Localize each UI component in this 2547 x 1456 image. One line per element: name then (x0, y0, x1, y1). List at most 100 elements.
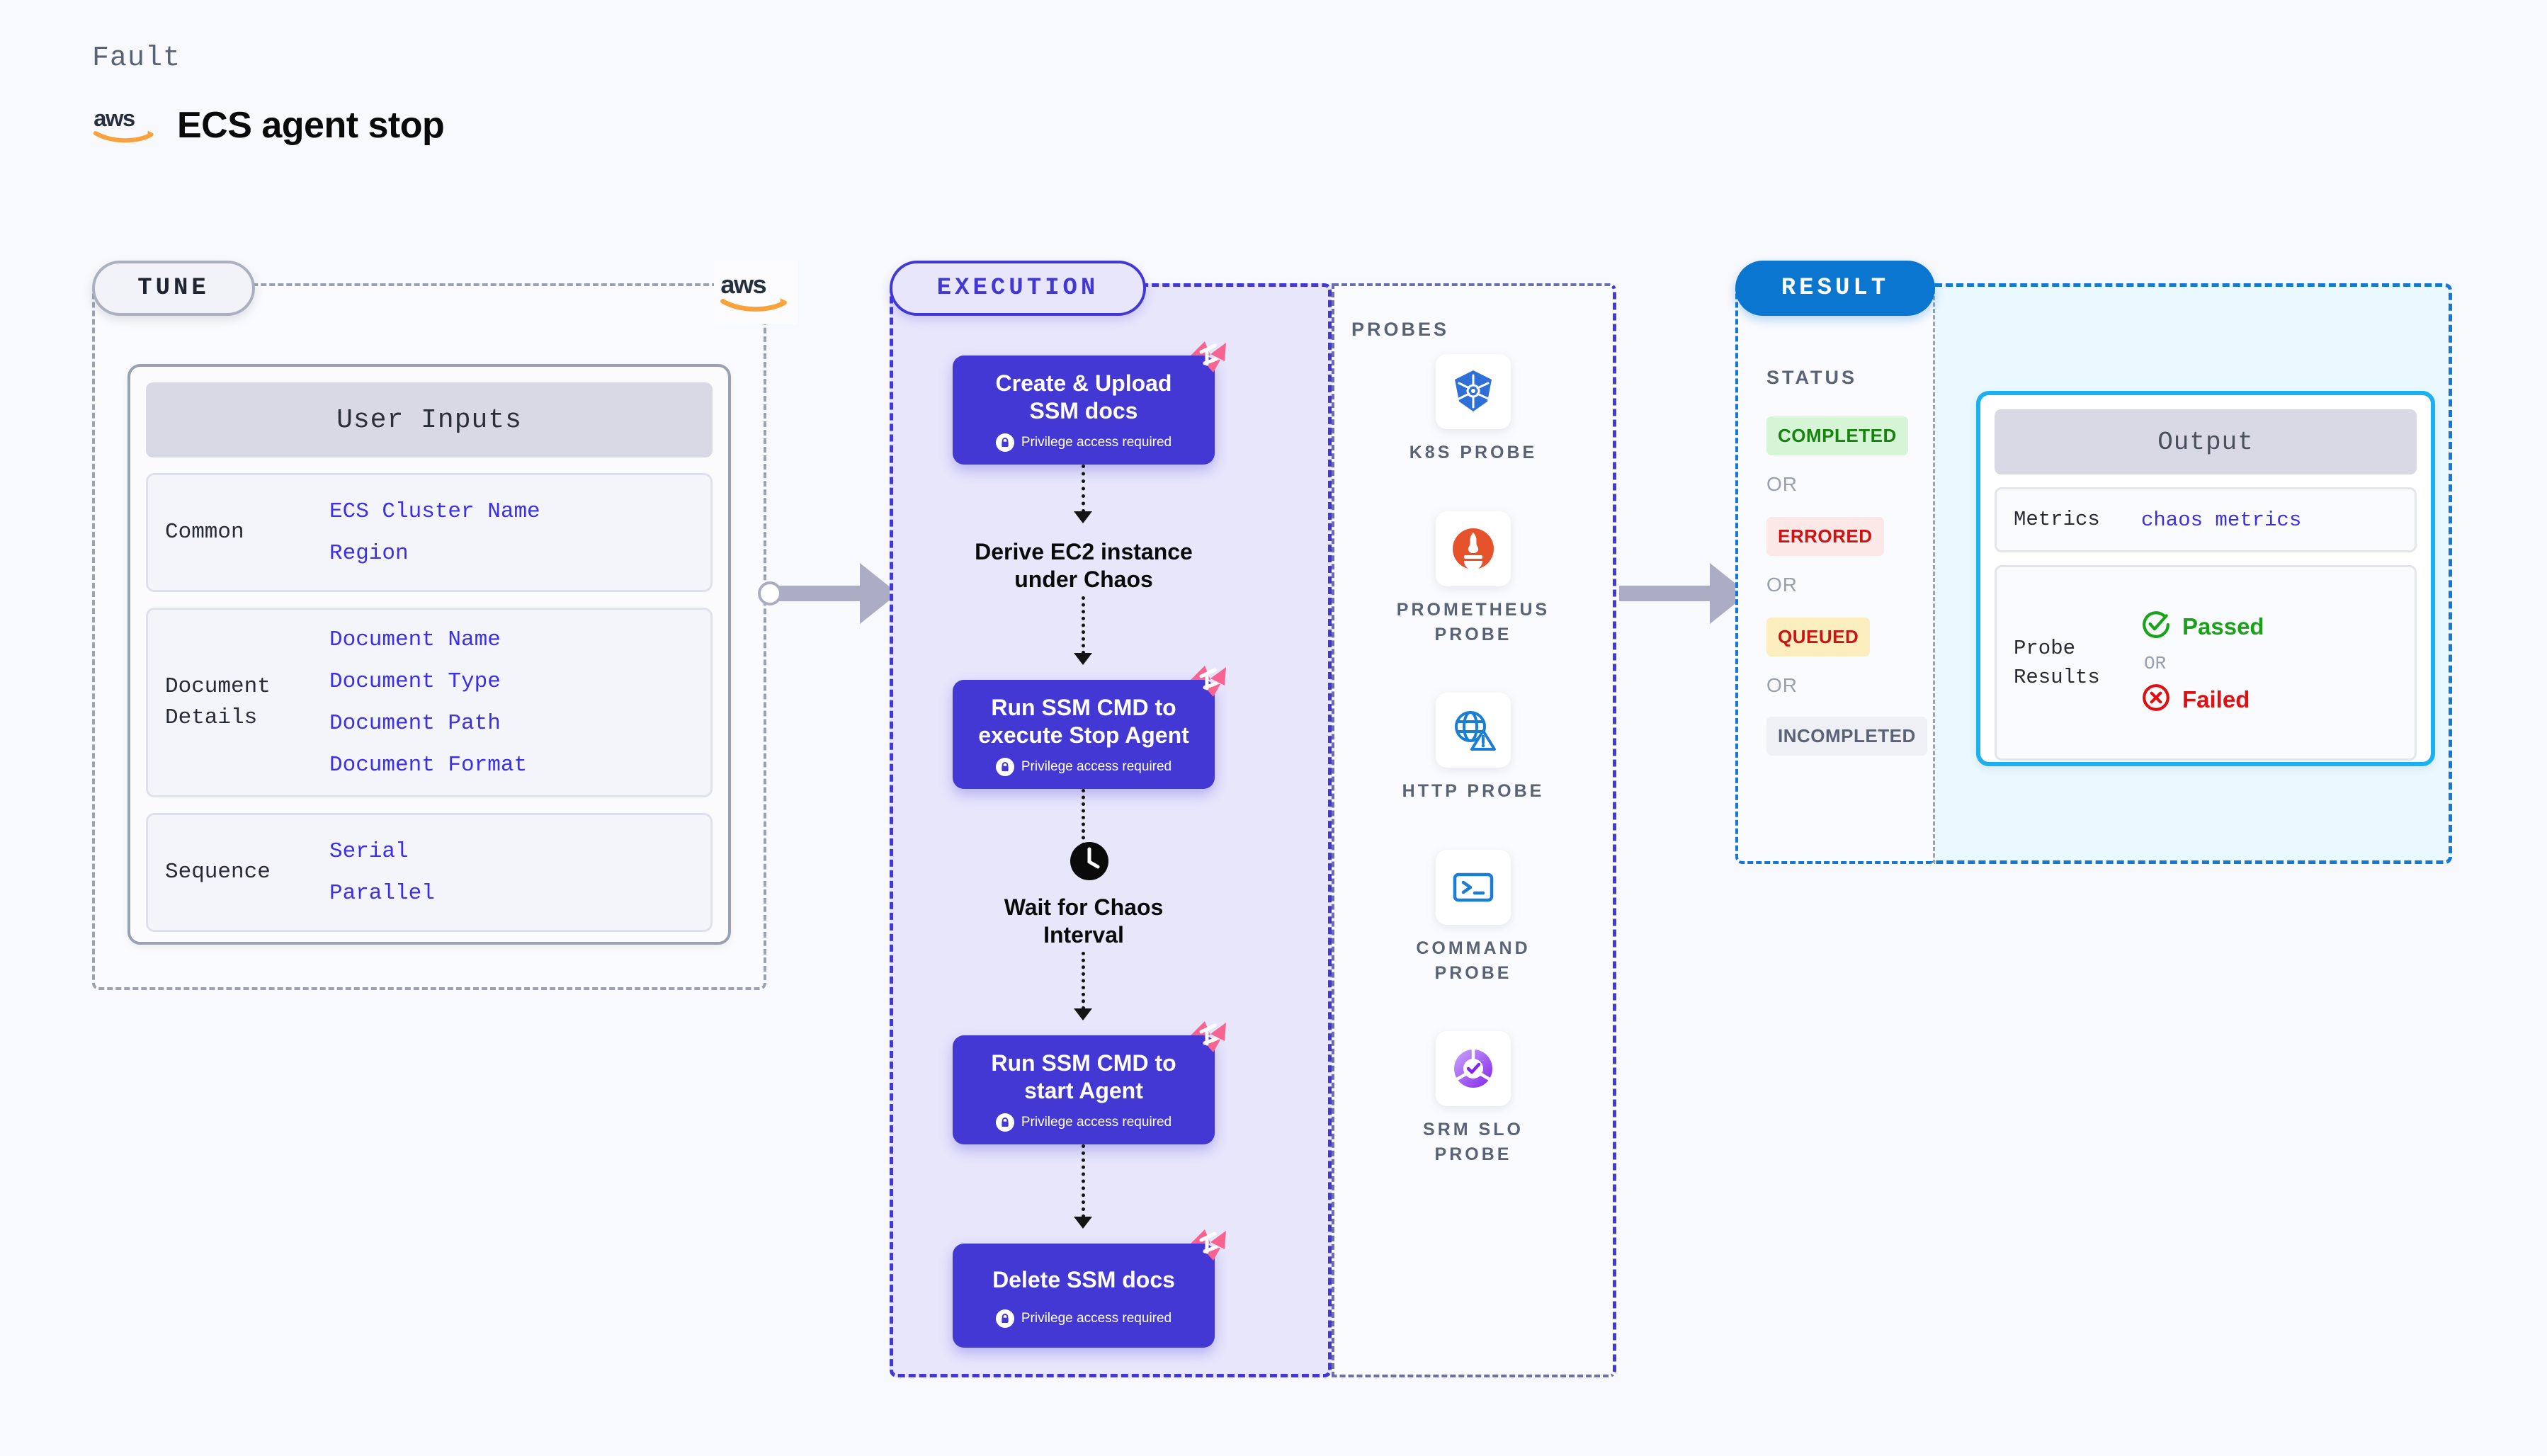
tune-value[interactable]: Document Path (329, 711, 501, 736)
privilege-note: Privilege access required (964, 758, 1203, 777)
output-probe-results-label: Probe Results (2014, 634, 2141, 692)
probes-panel (1332, 283, 1616, 1377)
lock-icon (995, 1113, 1014, 1132)
probe-result-failed-text: Failed (2182, 686, 2250, 712)
probe-label-line1: HTTP PROBE (1402, 781, 1545, 801)
output-probe-results-label-line1: Probe (2014, 636, 2076, 660)
probe-result-failed: Failed (2141, 683, 2264, 716)
http-globe-icon (1436, 693, 1511, 768)
execution-stage-badge: EXECUTION (890, 261, 1146, 316)
tune-group-document-details: Document Details Document Name Document … (146, 608, 713, 797)
execution-step-wait-for-chaos-interval: Wait for Chaos Interval (953, 894, 1215, 949)
tune-group-label: Common (165, 519, 244, 545)
svg-text:aws: aws (720, 271, 766, 299)
execution-step-run-ssm-cmd-stop-agent[interactable]: Run SSM CMD to execute Stop Agent Privil… (953, 666, 1226, 790)
status-badge-errored: ERRORED (1766, 517, 1884, 556)
tune-group-label-line1: Document (165, 673, 271, 699)
step-title-line2: Interval (1043, 922, 1124, 948)
execution-panel (890, 283, 1332, 1377)
tune-value[interactable]: Document Format (329, 753, 528, 778)
probe-label-line1: SRM SLO (1423, 1120, 1524, 1139)
flow-connector (1082, 1144, 1085, 1218)
step-title: Create & Upload SSM docs (964, 370, 1203, 425)
privilege-note: Privilege access required (964, 1113, 1203, 1132)
step-title: Run SSM CMD to execute Stop Agent (964, 694, 1203, 749)
output-metrics-value[interactable]: chaos metrics (2141, 508, 2302, 532)
fault-title-row: aws ECS agent stop (92, 104, 445, 147)
tune-value[interactable]: Document Name (329, 627, 501, 652)
step-title-line1: Delete SSM docs (992, 1267, 1175, 1292)
tune-value[interactable]: Document Type (329, 669, 501, 694)
tune-value[interactable]: Serial (329, 839, 409, 864)
status-badge-incompleted: INCOMPLETED (1766, 717, 1927, 756)
tune-value[interactable]: Region (329, 541, 409, 566)
step-title-line1: Run SSM CMD to (991, 1050, 1176, 1076)
flow-arrow (1074, 653, 1092, 665)
flow-arrow (1074, 1217, 1092, 1229)
tune-value[interactable]: ECS Cluster Name (329, 499, 540, 524)
step-title-line2: SSM docs (1029, 398, 1138, 424)
probe-label: HTTP PROBE (1402, 779, 1545, 804)
status-or-2: OR (1766, 574, 1798, 596)
probe-label-line1: PROMETHEUS (1396, 600, 1550, 620)
user-inputs-card: User Inputs Common ECS Cluster Name Regi… (127, 364, 731, 945)
lock-icon (995, 1309, 1014, 1329)
probe-item-prometheus[interactable]: PROMETHEUS PROBE (1385, 511, 1562, 647)
page-header: Fault aws ECS agent stop (92, 42, 445, 147)
output-group-probe-results: Probe Results Passed OR (1995, 565, 2417, 761)
privilege-text: Privilege access required (1021, 1311, 1172, 1326)
result-stage-badge: RESULT (1735, 261, 1935, 316)
fault-kicker: Fault (92, 42, 181, 74)
output-metrics-label: Metrics (2014, 508, 2100, 532)
lock-icon (995, 433, 1014, 453)
srm-slo-icon (1436, 1031, 1511, 1106)
step-title: Run SSM CMD to start Agent (964, 1050, 1203, 1105)
user-inputs-title: User Inputs (146, 382, 713, 457)
output-title: Output (1995, 409, 2417, 474)
privilege-text: Privilege access required (1021, 759, 1172, 775)
connector-arrow-tune-to-execution (758, 563, 912, 624)
step-title-line1: Wait for Chaos (1004, 894, 1164, 920)
tune-value[interactable]: Parallel (329, 881, 435, 906)
execution-step-delete-ssm-docs[interactable]: Delete SSM docs Privilege access require… (953, 1229, 1226, 1348)
kubernetes-icon (1436, 354, 1511, 429)
aws-logo-icon-corner: aws (714, 261, 798, 324)
lock-icon (995, 758, 1014, 777)
litmus-chaos-icon (1189, 340, 1227, 374)
x-circle-icon (2141, 683, 2171, 716)
clock-icon (1070, 841, 1109, 881)
output-card: Output Metrics chaos metrics Probe Resul… (1976, 391, 2435, 766)
tune-group-common: Common ECS Cluster Name Region (146, 473, 713, 592)
probe-label-line2: PROBE (1434, 625, 1512, 644)
litmus-chaos-icon (1189, 1020, 1227, 1054)
tune-group-label: Sequence (165, 859, 271, 885)
status-badge-completed: COMPLETED (1766, 416, 1908, 455)
probe-item-k8s[interactable]: K8S PROBE (1385, 354, 1562, 465)
status-label: STATUS (1766, 367, 1857, 388)
probe-label: K8S PROBE (1409, 440, 1537, 465)
execution-step-run-ssm-cmd-start-agent[interactable]: Run SSM CMD to start Agent Privilege acc… (953, 1021, 1226, 1145)
status-or-1: OR (1766, 473, 1798, 495)
tune-group-values: Document Name Document Type Document Pat… (329, 627, 527, 778)
execution-step-create-upload-ssm-docs[interactable]: Create & Upload SSM docs Privilege acces… (953, 341, 1226, 465)
probe-label: COMMAND PROBE (1416, 936, 1530, 986)
probe-item-http[interactable]: HTTP PROBE (1385, 693, 1562, 804)
probe-label-line2: PROBE (1434, 963, 1512, 983)
execution-step-derive-ec2-instance: Derive EC2 instance under Chaos (953, 538, 1215, 593)
probes-title: PROBES (1351, 319, 1450, 340)
probe-item-command[interactable]: COMMAND PROBE (1385, 850, 1562, 986)
probe-item-srm-slo[interactable]: SRM SLO PROBE (1385, 1031, 1562, 1167)
tune-group-values: ECS Cluster Name Region (329, 499, 540, 566)
privilege-note: Privilege access required (964, 1309, 1203, 1329)
prometheus-icon (1436, 511, 1511, 586)
flow-connector (1082, 789, 1085, 860)
privilege-text: Privilege access required (1021, 435, 1172, 450)
step-title-line1: Run SSM CMD to (991, 695, 1176, 720)
tune-group-label-line2: Details (165, 705, 258, 730)
flow-connector (1082, 465, 1085, 513)
result-status-panel (1735, 283, 1935, 864)
step-title-line1: Create & Upload (995, 370, 1172, 396)
connector-arrow-execution-to-result (1619, 563, 1759, 624)
check-circle-icon (2141, 610, 2171, 643)
output-group-metrics: Metrics chaos metrics (1995, 487, 2417, 552)
